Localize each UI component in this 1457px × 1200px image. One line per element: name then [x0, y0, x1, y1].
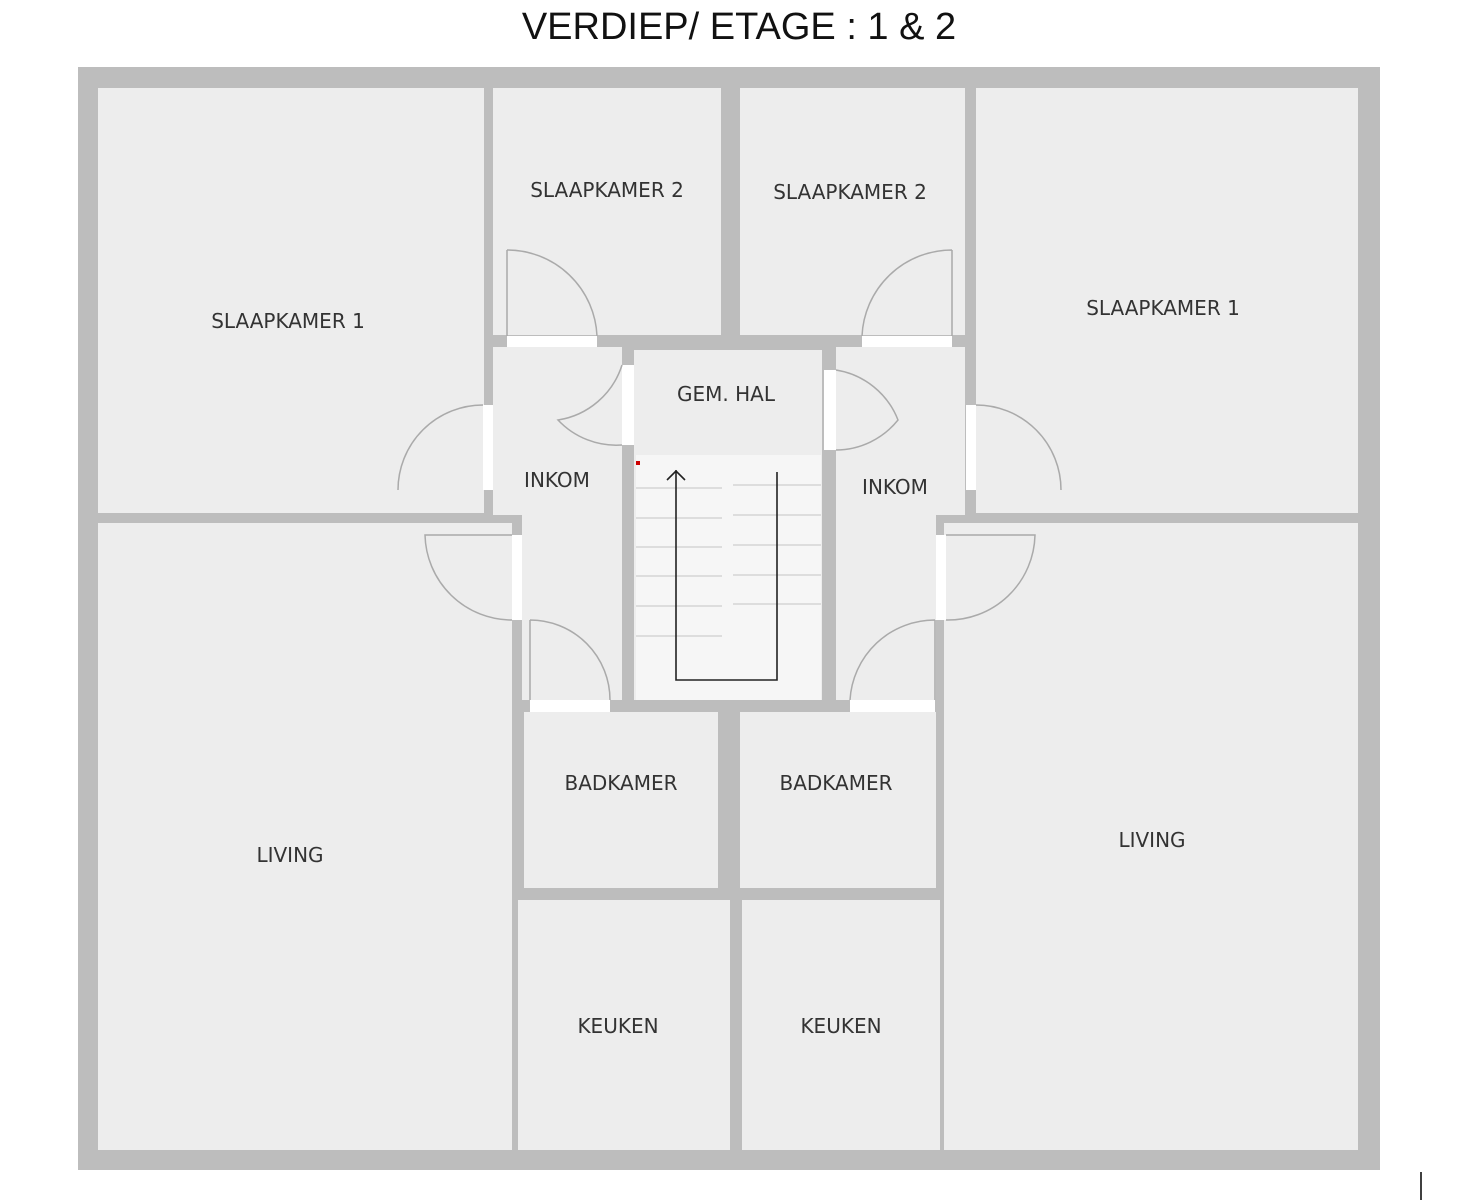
label-inkom-right: INKOM — [862, 475, 928, 499]
label-keuken-right: KEUKEN — [800, 1014, 881, 1038]
label-slaapkamer1-right: SLAAPKAMER 1 — [1086, 296, 1240, 320]
label-badkamer-left: BADKAMER — [564, 771, 677, 795]
room-keuken-right — [742, 900, 940, 1150]
door-openings — [483, 336, 976, 712]
label-living-left: LIVING — [256, 843, 323, 867]
room-slaapkamer2-left — [493, 88, 721, 335]
label-slaapkamer1-left: SLAAPKAMER 1 — [211, 309, 365, 333]
stair-direction-arrow — [666, 469, 778, 681]
room-slaapkamer1-right — [976, 88, 1358, 513]
plan-title: VERDIEP/ ETAGE : 1 & 2 — [521, 6, 957, 48]
room-badkamer-right — [740, 712, 936, 888]
label-keuken-left: KEUKEN — [577, 1014, 658, 1038]
room-living-left — [98, 523, 512, 1150]
room-inkom-left — [493, 347, 622, 700]
room-badkamer-left — [524, 712, 718, 888]
room-slaapkamer2-right — [740, 88, 965, 335]
label-slaapkamer2-left: SLAAPKAMER 2 — [530, 178, 684, 202]
staircase — [636, 455, 821, 700]
door-swings — [397, 249, 1062, 701]
label-slaapkamer2-right: SLAAPKAMER 2 — [773, 180, 927, 204]
label-inkom-left: INKOM — [524, 468, 590, 492]
marker-dot — [636, 461, 640, 465]
label-living-right: LIVING — [1118, 828, 1185, 852]
room-living-right — [944, 523, 1358, 1150]
room-keuken-left — [518, 900, 730, 1150]
room-slaapkamer1-left — [98, 88, 484, 513]
label-gem-hal: GEM. HAL — [677, 382, 776, 406]
room-inkom-right — [836, 347, 965, 700]
label-badkamer-right: BADKAMER — [779, 771, 892, 795]
